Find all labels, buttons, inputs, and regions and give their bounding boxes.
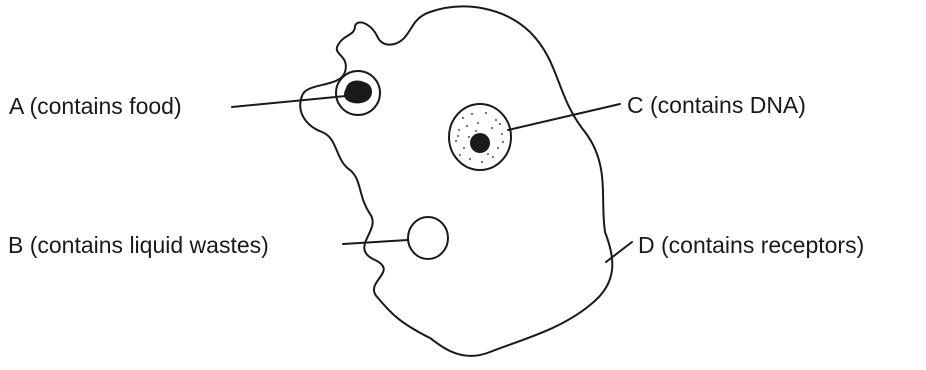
label-d: D (contains receptors) <box>638 232 864 258</box>
cell-membrane <box>299 5 614 357</box>
leader-line-d <box>605 241 633 263</box>
leader-line-c <box>507 103 621 131</box>
leader-line-a <box>231 95 347 108</box>
leader-line-b <box>342 239 409 245</box>
nucleolus <box>470 133 490 153</box>
food-particle <box>344 80 372 104</box>
contractile-vacuole <box>407 216 449 260</box>
label-a: A (contains food) <box>9 93 182 119</box>
food-vacuole <box>335 70 381 116</box>
nucleus <box>448 103 512 171</box>
nucleus-stipple <box>455 112 504 163</box>
label-b: B (contains liquid wastes) <box>8 232 269 258</box>
label-c: C (contains DNA) <box>627 92 806 118</box>
